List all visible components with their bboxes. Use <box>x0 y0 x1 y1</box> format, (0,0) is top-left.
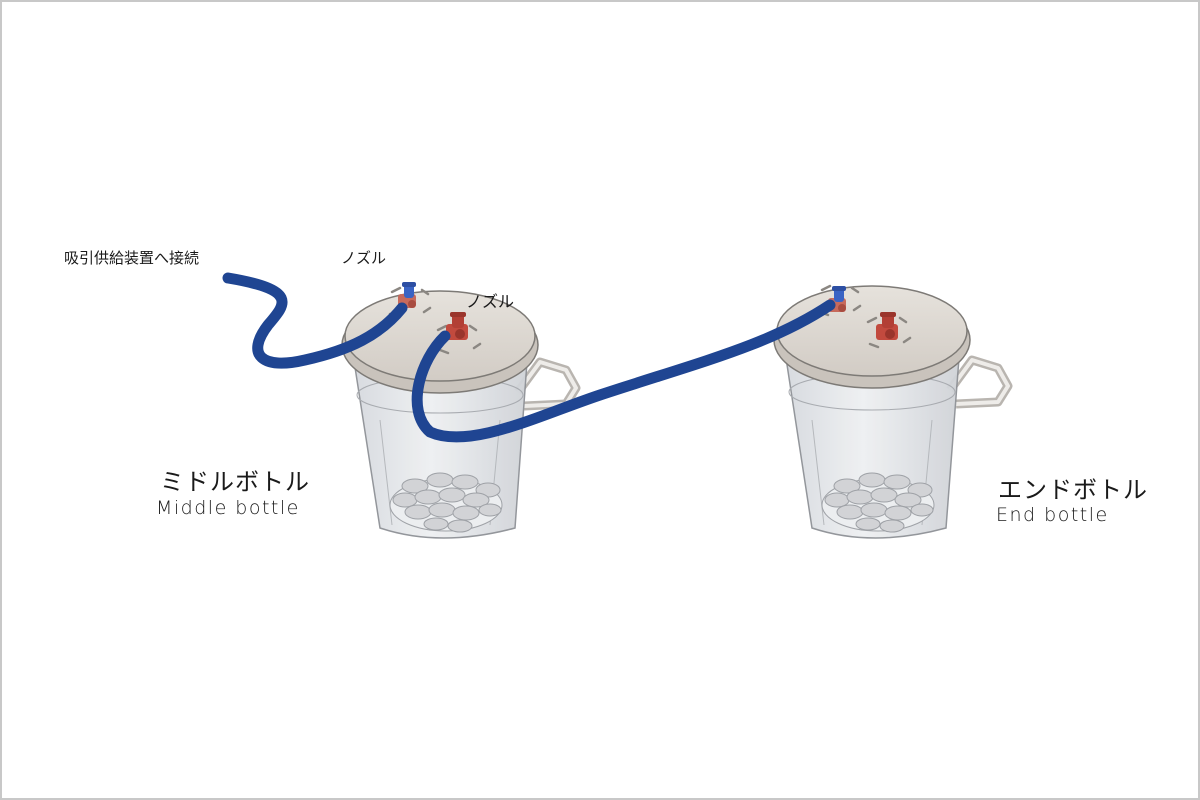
label-end-bottle-jp: エンドボトル <box>998 476 1148 504</box>
hose-supply <box>222 272 408 369</box>
middle-bottle <box>341 282 581 539</box>
label-middle-bottle-en: Middle bottle <box>156 497 300 519</box>
label-middle-bottle-jp: ミドルボトル <box>160 468 310 496</box>
middle-bottle-pellets <box>392 472 502 533</box>
label-nozzle-2: ノズル <box>466 292 515 311</box>
label-connect-supply: 吸引供給装置へ接続 <box>64 249 200 267</box>
label-nozzle-1: ノズル <box>341 249 387 267</box>
end-bottle-pellets <box>824 472 934 533</box>
end-bottle-nozzle-red <box>876 312 898 340</box>
label-end-bottle-en: End bottle <box>996 504 1109 526</box>
hose-connecting <box>411 299 836 443</box>
end-bottle-lid <box>776 285 968 377</box>
middle-bottle-nozzle-red <box>446 312 468 340</box>
